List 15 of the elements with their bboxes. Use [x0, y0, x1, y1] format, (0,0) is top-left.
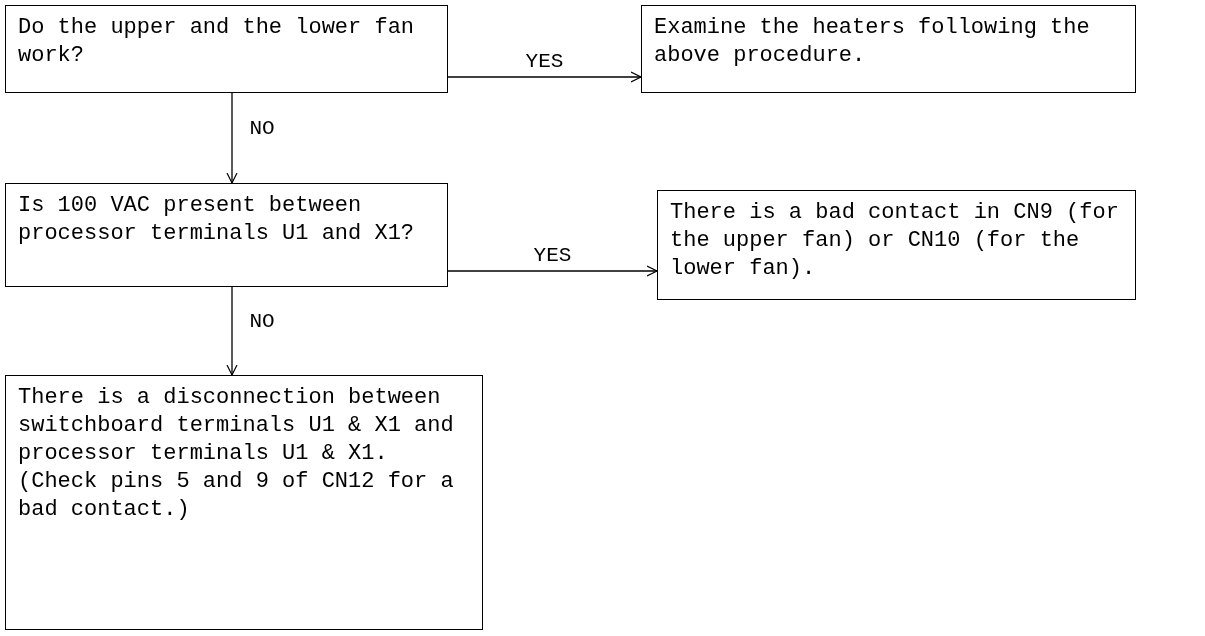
- box-text: Do the upper and the lower fan work?: [18, 14, 416, 70]
- box-text: (Check pins 5 and 9 of CN12 for a bad contact.): [18, 468, 455, 524]
- box-text: Is 100 VAC present between processor terminals U1 and X1?: [18, 192, 416, 248]
- box-text: There is a bad contact in CN9 (for the upper fan) or CN10 (for the lower fan).: [670, 199, 1120, 283]
- process-box: [5, 375, 483, 630]
- box-text: There is a disconnection between switchboard terminals U1 & X1 and processor terminals U1 & X1.: [18, 384, 455, 468]
- arrow: [226, 286, 238, 376]
- process-box: [5, 183, 448, 287]
- process-box: [5, 5, 448, 93]
- arrow: [447, 71, 642, 83]
- process-box: [641, 5, 1136, 93]
- process-box: [657, 190, 1136, 300]
- box-text: Examine the heaters following the above procedure.: [654, 14, 1091, 70]
- arrow: [226, 92, 238, 184]
- arrow: [447, 265, 658, 277]
